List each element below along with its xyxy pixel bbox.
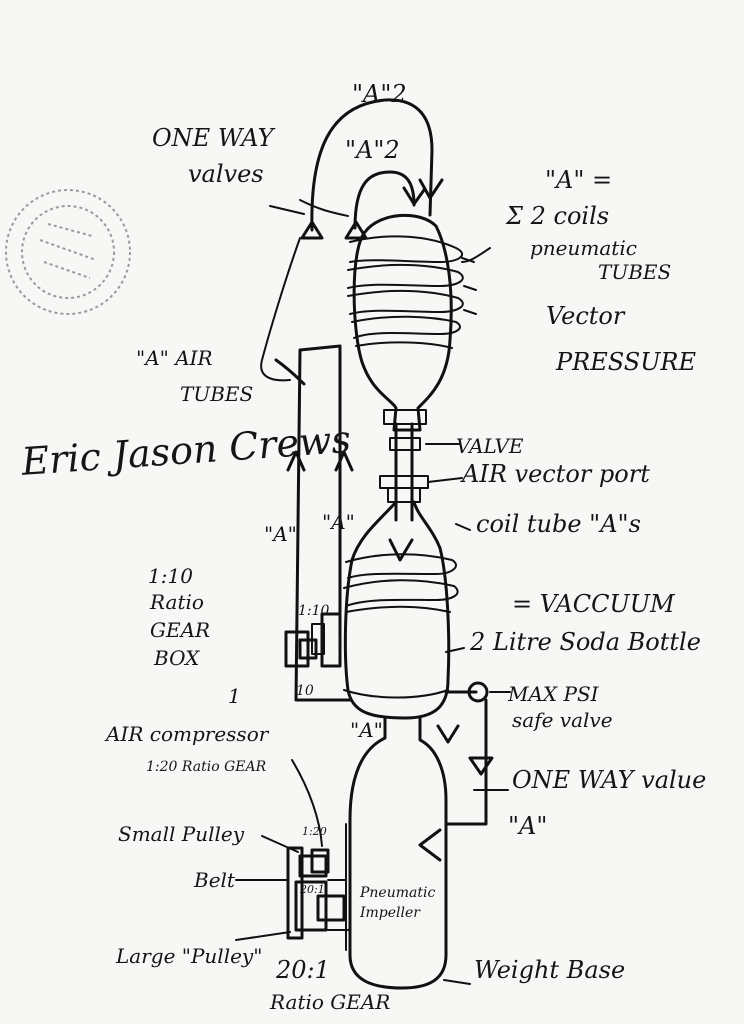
right-return-tube xyxy=(444,690,488,826)
middle-coils xyxy=(343,553,459,699)
label-small-pulley: Small Pulley xyxy=(118,822,245,846)
label-air-compressor: AIR compressor xyxy=(106,722,269,746)
arrow-down-y xyxy=(436,724,460,744)
label-pneumatic: pneumatic xyxy=(530,236,637,260)
label-gear-ratio: 1:10 xyxy=(148,564,193,588)
label-valves: valves xyxy=(188,160,264,188)
max-psi-valve xyxy=(467,681,489,703)
label-large-pulley: Large "Pulley" xyxy=(116,944,263,968)
label-a-mid: "A" xyxy=(322,510,355,534)
label-a-air: "A" AIR xyxy=(136,346,213,370)
label-safe-valve: safe valve xyxy=(512,708,613,732)
label-max-psi: MAX PSI xyxy=(508,682,599,706)
label-vector: Vector xyxy=(546,302,625,330)
label-gear-1-20: 1:20 xyxy=(302,825,327,838)
label-pneumatic-word: Pneumatic xyxy=(360,885,436,901)
label-belt: Belt xyxy=(194,868,235,892)
label-20-1: 20:1 xyxy=(276,956,330,984)
valve-stack xyxy=(379,409,463,562)
label-sum-coils: Σ 2 coils xyxy=(506,202,610,230)
valve-arrow-left xyxy=(300,220,324,240)
arrow-down-inner xyxy=(402,186,426,206)
label-coil-tube: coil tube "A"s xyxy=(476,510,641,538)
label-ratio: Ratio xyxy=(150,590,204,614)
label-box: BOX xyxy=(154,646,200,670)
label-a-left: "A" xyxy=(264,522,297,546)
valve-arrow-right xyxy=(344,220,368,240)
label-one-way-value: ONE WAY value xyxy=(512,766,707,794)
gear-box xyxy=(284,612,342,668)
label-air-vector-port: AIR vector port xyxy=(462,460,650,488)
label-air-tubes: TUBES xyxy=(180,382,254,406)
label-pressure: PRESSURE xyxy=(556,348,697,376)
upper-bottle xyxy=(352,213,453,432)
pulley-assembly xyxy=(286,823,351,951)
label-impeller: Impeller xyxy=(360,905,420,921)
label-valve: VALVE xyxy=(456,434,524,458)
label-a2-top: "A"2 xyxy=(352,80,407,108)
upper-coils xyxy=(347,235,477,349)
label-a-right: "A" xyxy=(508,812,548,840)
label-1-20-ratio-gear: 1:20 Ratio GEAR xyxy=(146,759,267,775)
stamp-seal xyxy=(5,189,131,315)
curve-from-valves xyxy=(260,237,301,382)
label-a-lower: "A" xyxy=(350,718,383,742)
inner-arch-tube xyxy=(353,170,416,230)
label-gear-20-1-small: 20:1 xyxy=(300,883,325,896)
label-gear: GEAR xyxy=(150,618,211,642)
left-air-tube xyxy=(274,344,352,702)
label-gear-1-10: 1:10 xyxy=(298,603,330,619)
label-tubes: TUBES xyxy=(598,260,672,284)
label-weight-base: Weight Base xyxy=(474,956,626,984)
arrow-down-top xyxy=(418,178,444,200)
pointer-lines xyxy=(235,199,509,985)
lower-bottle xyxy=(348,716,448,990)
label-soda-bottle: 2 Litre Soda Bottle xyxy=(470,628,701,656)
label-a-equals: "A" = xyxy=(545,166,613,194)
label-gear-ten: 10 xyxy=(296,683,314,699)
outer-arch-tube xyxy=(310,98,434,232)
label-one-way: ONE WAY xyxy=(152,124,274,152)
label-a2-inner: "A"2 xyxy=(345,136,400,164)
arrow-up-left xyxy=(286,450,306,472)
label-ratio-gear: Ratio GEAR xyxy=(270,990,391,1014)
one-way-valve-triangle xyxy=(468,756,494,776)
arrow-up-mid xyxy=(334,450,354,472)
label-gear-one: 1 xyxy=(228,684,241,708)
label-vacuum: = VACCUUM xyxy=(512,590,675,618)
arrow-left-lower xyxy=(418,828,442,862)
